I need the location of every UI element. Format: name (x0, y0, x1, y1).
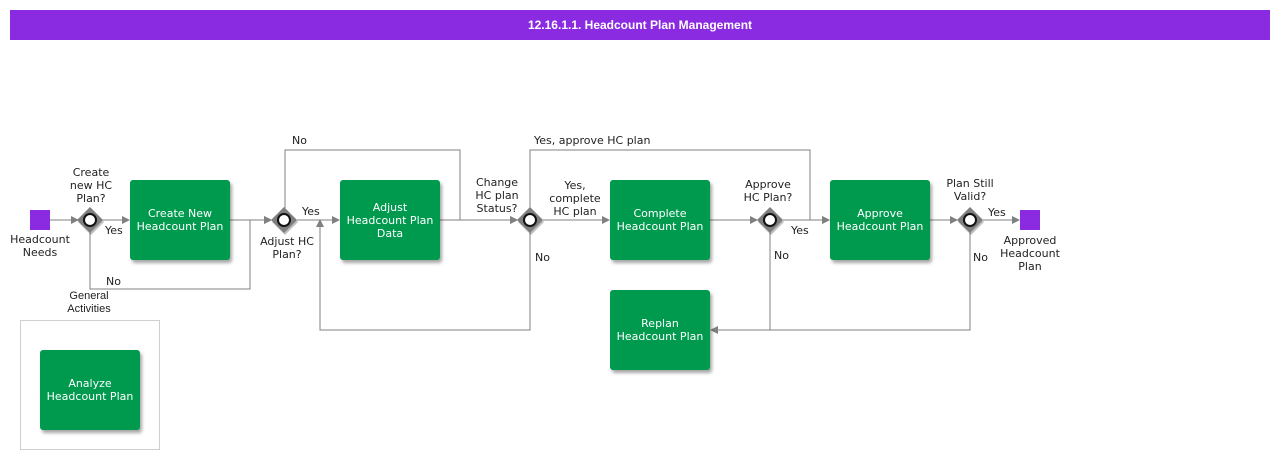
gateway-create-new-label: Create new HC Plan? (69, 166, 113, 205)
diagram-title-bar: 12.16.1.1. Headcount Plan Management (10, 10, 1270, 40)
gateway-adjust (271, 207, 298, 235)
start-event-label: Headcount Needs (10, 233, 70, 259)
flow-label-g1-yes: Yes (105, 224, 123, 237)
task-label: Complete Headcount Plan (616, 207, 704, 233)
gateway-approve (757, 207, 784, 235)
gateway-change-status (517, 207, 544, 235)
diagram-title: 12.16.1.1. Headcount Plan Management (527, 18, 753, 32)
task-replan-headcount-plan[interactable]: Replan Headcount Plan (610, 290, 710, 370)
task-label: Replan Headcount Plan (616, 317, 704, 343)
task-analyze-headcount-plan[interactable]: Analyze Headcount Plan (40, 350, 140, 430)
task-label: Adjust Headcount Plan Data (346, 200, 434, 240)
task-create-new-headcount-plan[interactable]: Create New Headcount Plan (130, 180, 230, 260)
general-activities-lane (20, 320, 160, 450)
gateway-change-status-label: Change HC plan Status? (475, 176, 519, 215)
end-event (1020, 210, 1040, 230)
end-event-label: Approved Headcount Plan (1000, 234, 1060, 273)
gateway-still-valid-label: Plan Still Valid? (946, 177, 994, 203)
gateway-create-new (77, 207, 104, 235)
flow-g3-no (316, 219, 531, 331)
flow-label-g2-no: No (292, 134, 307, 147)
flow-label-g5-yes: Yes (988, 206, 1006, 219)
task-label: Create New Headcount Plan (136, 207, 224, 233)
task-label: Analyze Headcount Plan (46, 377, 134, 403)
start-event (30, 210, 50, 230)
task-adjust-headcount-plan-data[interactable]: Adjust Headcount Plan Data (340, 180, 440, 260)
flow-label-g3-complete: Yes, complete HC plan (549, 179, 601, 218)
flow-label-g3-no: No (535, 251, 550, 264)
lane-title: General Activities (67, 290, 111, 315)
flow-label-g3-approve: Yes, approve HC plan (534, 134, 651, 147)
flow-label-g4-no: No (774, 249, 789, 262)
gateway-adjust-label: Adjust HC Plan? (260, 235, 314, 261)
flow-g5-no (770, 232, 971, 331)
flow-g4-no (710, 232, 771, 334)
gateway-approve-label: Approve HC Plan? (743, 178, 793, 204)
task-label: Approve Headcount Plan (836, 207, 924, 233)
gateway-still-valid (957, 207, 984, 235)
flow-label-g2-yes: Yes (302, 205, 320, 218)
task-approve-headcount-plan[interactable]: Approve Headcount Plan (830, 180, 930, 260)
flow-label-g5-no: No (973, 251, 988, 264)
task-complete-headcount-plan[interactable]: Complete Headcount Plan (610, 180, 710, 260)
flow-label-g4-yes: Yes (791, 224, 809, 237)
flow-label-g1-no: No (106, 275, 121, 288)
